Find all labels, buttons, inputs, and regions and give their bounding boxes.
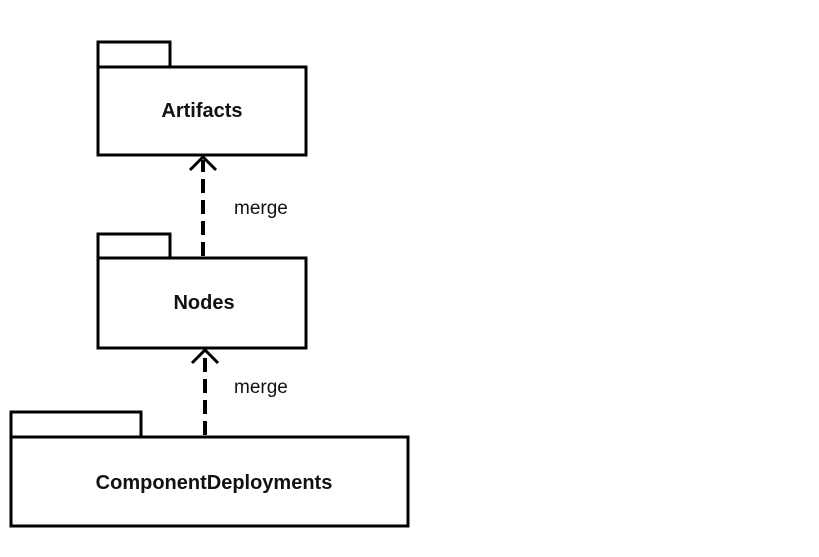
- dependency-label: merge: [234, 377, 288, 398]
- package-label-component-deployments: ComponentDeployments: [96, 472, 333, 494]
- open-arrowhead-icon: [188, 154, 218, 172]
- dependency-label: merge: [234, 198, 288, 219]
- package-tab: [96, 232, 172, 260]
- package-tab: [96, 40, 172, 69]
- package-nodes[interactable]: Nodes: [96, 232, 308, 350]
- dependency-merge-componentdeployments-nodes[interactable]: merge: [190, 347, 288, 435]
- package-body: [9, 435, 410, 528]
- package-component-deployments[interactable]: ComponentDeployments: [9, 410, 410, 528]
- package-body: [96, 65, 308, 157]
- package-artifacts[interactable]: Artifacts: [96, 40, 308, 157]
- package-body: [96, 256, 308, 350]
- open-arrowhead-icon: [190, 347, 220, 365]
- dependency-merge-nodes-artifacts[interactable]: merge: [188, 154, 288, 256]
- package-tab: [9, 410, 143, 439]
- package-label-nodes: Nodes: [173, 292, 234, 314]
- package-label-artifacts: Artifacts: [161, 100, 242, 122]
